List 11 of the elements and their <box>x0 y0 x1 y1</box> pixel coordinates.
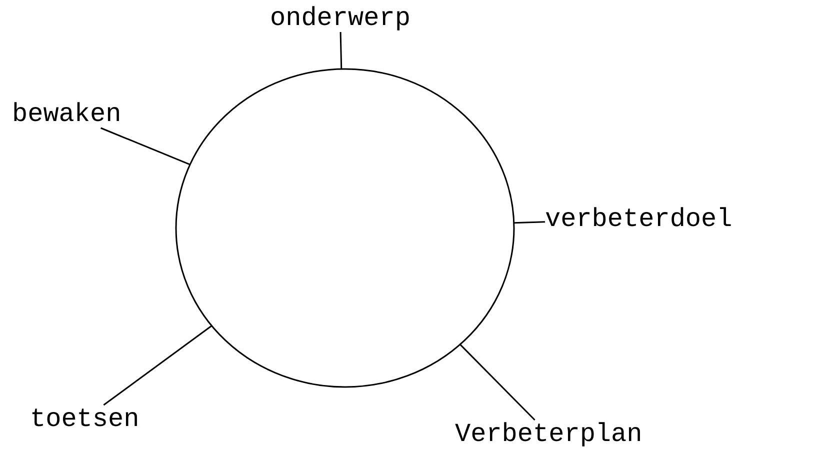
circle-outline <box>175 68 515 388</box>
leader-line <box>460 344 536 421</box>
node-label: bewaken <box>12 100 122 128</box>
leader-line <box>100 127 190 166</box>
leader-line <box>103 325 212 406</box>
node-label: onderwerp <box>270 4 410 32</box>
node-label: Verbeterplan <box>455 420 642 448</box>
leader-line <box>340 32 342 70</box>
leader-line <box>514 221 546 224</box>
node-label: verbeterdoel <box>545 205 732 233</box>
node-label: toetsen <box>30 405 140 433</box>
